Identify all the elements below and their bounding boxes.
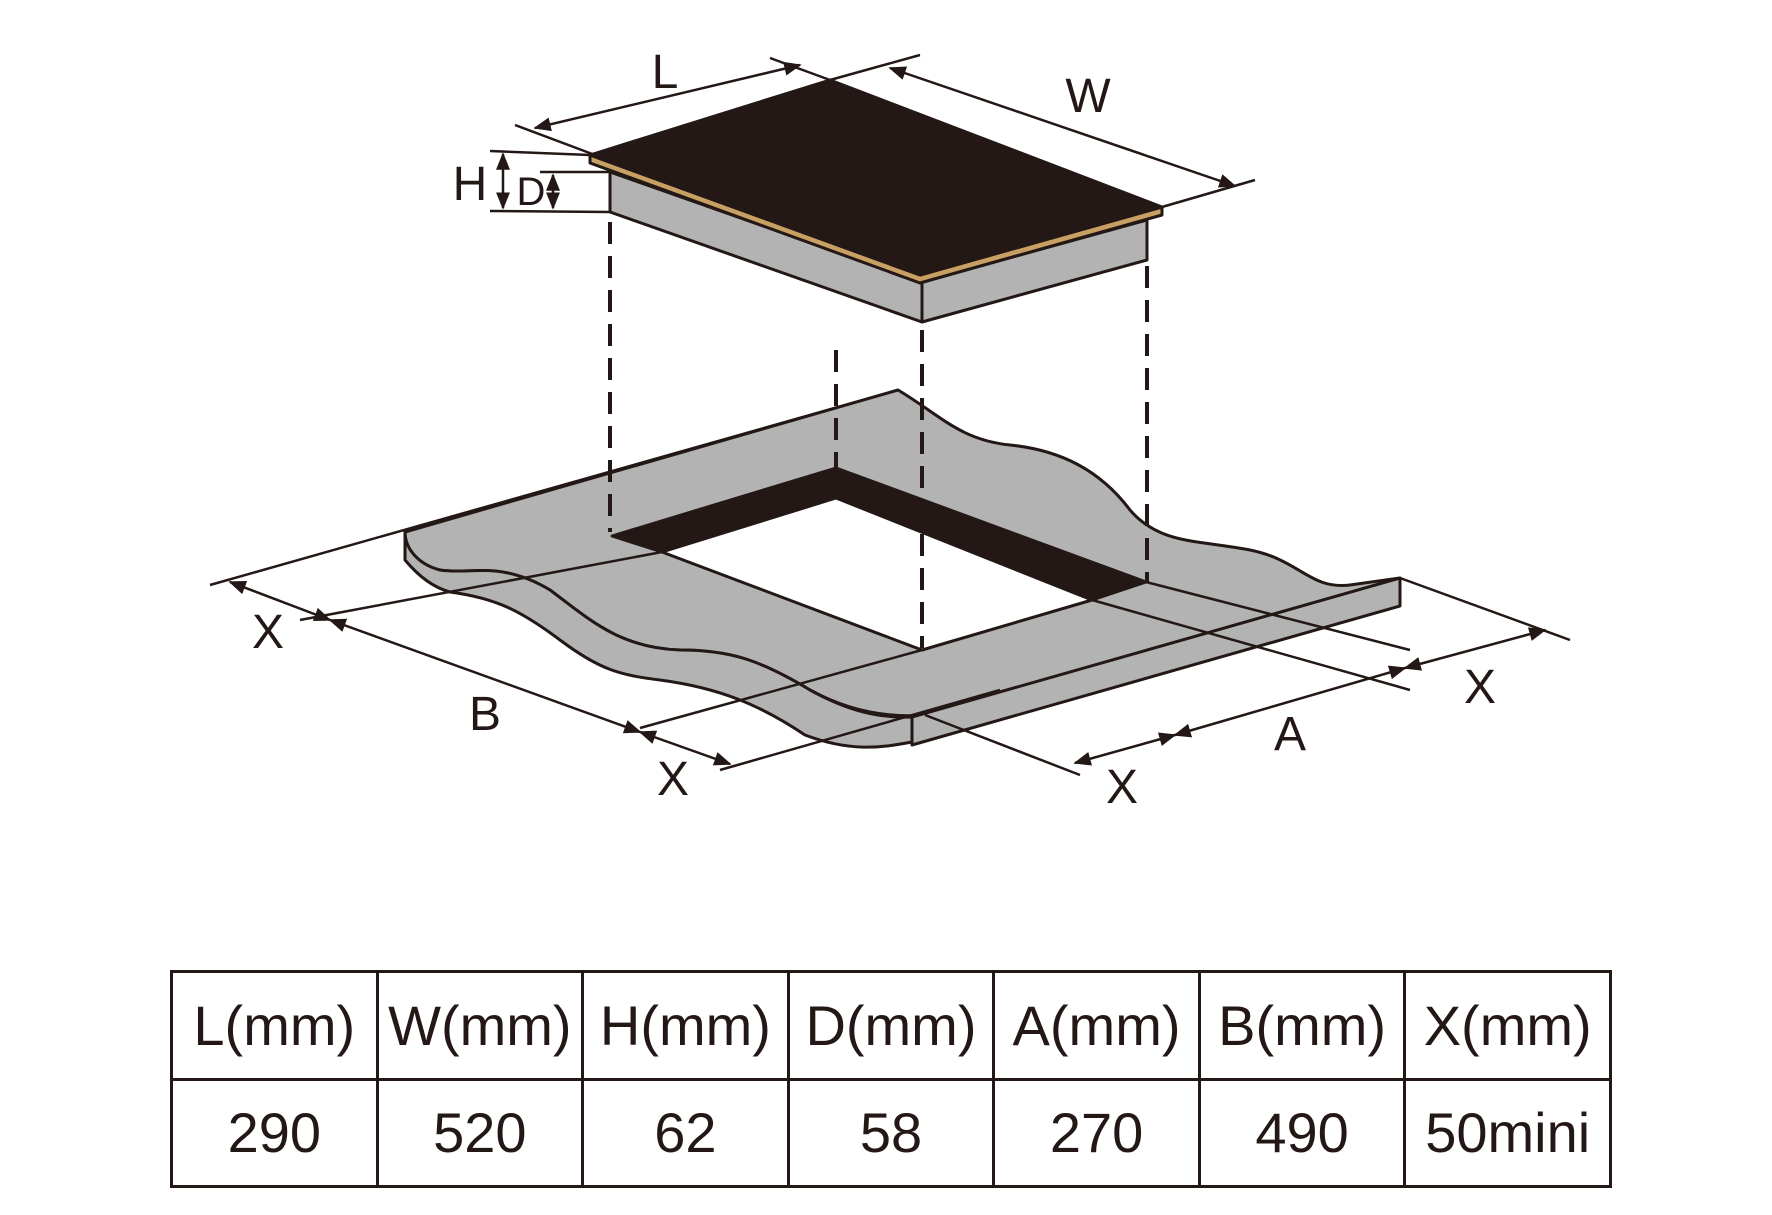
hob-dimensions xyxy=(489,53,1256,214)
header-cell-A: A(mm) xyxy=(992,970,1201,1081)
label-D: D xyxy=(517,170,546,214)
label-H: H xyxy=(453,158,488,211)
label-X-front: X xyxy=(657,753,689,806)
countertop-right-edge xyxy=(910,576,1402,747)
A-dimension-line xyxy=(1173,665,1407,738)
label-L: L xyxy=(652,46,679,99)
header-cell-D: D(mm) xyxy=(786,970,996,1081)
label-X-right: X xyxy=(1464,661,1496,714)
X-dimension-line-front xyxy=(638,730,732,766)
header-cell-H: H(mm) xyxy=(581,970,790,1081)
value-cell-H: 62 xyxy=(581,1078,790,1188)
table-header-row: L(mm) W(mm) H(mm) D(mm) A(mm) B(mm) X(mm… xyxy=(170,970,1612,1081)
countertop xyxy=(403,388,1402,749)
label-A: A xyxy=(1274,708,1306,761)
header-cell-B: B(mm) xyxy=(1197,970,1407,1081)
X-dimension-line-right xyxy=(1403,627,1547,671)
header-cell-X: X(mm) xyxy=(1403,970,1612,1081)
label-X-left: X xyxy=(252,606,284,659)
B-dimension-line xyxy=(328,618,642,734)
W-dimension-line xyxy=(888,66,1237,188)
cutout-dimensions xyxy=(209,388,1571,777)
X-dimension-line-bottom xyxy=(1073,732,1177,766)
header-cell-L: L(mm) xyxy=(170,970,379,1081)
label-W: W xyxy=(1065,70,1111,123)
dimensions-table: L(mm) W(mm) H(mm) D(mm) A(mm) B(mm) X(mm… xyxy=(170,970,1612,1188)
value-cell-D: 58 xyxy=(786,1078,996,1188)
value-cell-L: 290 xyxy=(170,1078,379,1188)
X-dimension-line-left xyxy=(228,580,332,622)
header-cell-W: W(mm) xyxy=(375,970,585,1081)
table-value-row: 290 520 62 58 270 490 50mini xyxy=(170,1078,1612,1188)
value-cell-A: 270 xyxy=(992,1078,1201,1188)
L-dimension-line xyxy=(533,61,802,132)
projection-lines xyxy=(608,222,1149,648)
value-cell-W: 520 xyxy=(375,1078,585,1188)
value-cell-B: 490 xyxy=(1197,1078,1407,1188)
value-cell-X: 50mini xyxy=(1403,1078,1612,1188)
label-X-bottom: X xyxy=(1106,761,1138,814)
label-B: B xyxy=(469,688,501,741)
